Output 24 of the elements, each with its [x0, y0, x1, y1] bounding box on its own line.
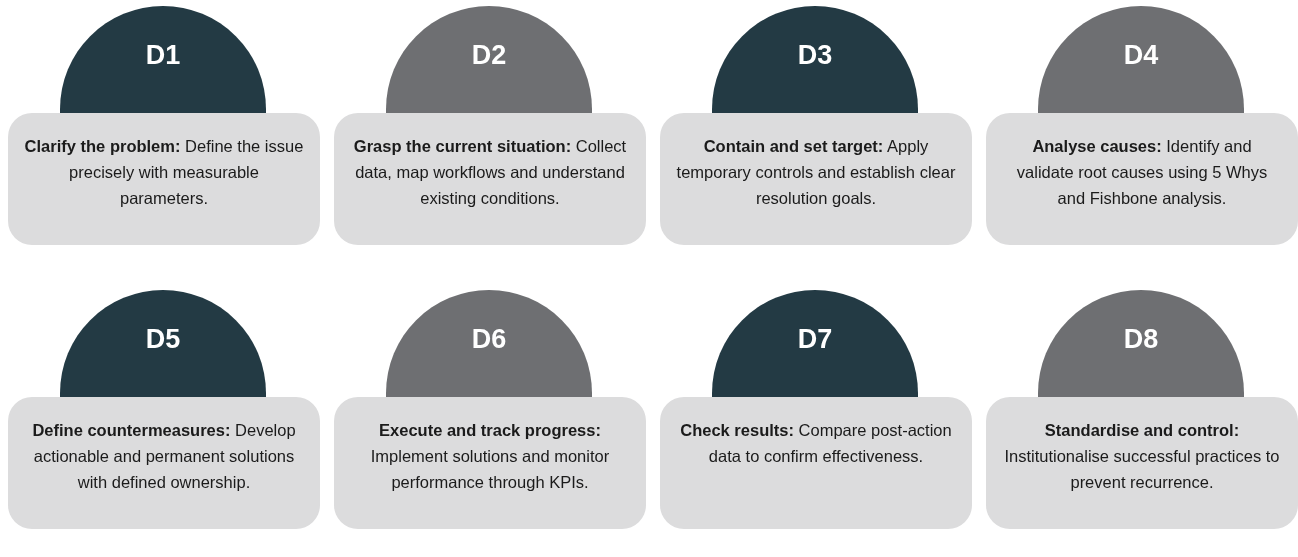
- step-card: [334, 397, 646, 529]
- step-card: [986, 397, 1298, 529]
- step-description: Contain and set target: Apply temporary controls and establish clear resolution goals.: [676, 136, 956, 209]
- step-card: [8, 113, 320, 245]
- step-number: D2: [471, 42, 507, 69]
- step-card: [8, 397, 320, 529]
- step-number: D1: [145, 42, 181, 69]
- step-number: D8: [1123, 326, 1159, 353]
- step-number: D7: [797, 326, 833, 353]
- step-description: Grasp the current situation: Collect data, map workflows and understand existing conditions.: [352, 136, 628, 209]
- step-card: [660, 397, 972, 529]
- step-description: Analyse causes: Identify and validate root causes using 5 Whys and Fishbone analysis.: [1015, 136, 1269, 209]
- step-card: [986, 113, 1298, 245]
- step-number: D5: [145, 326, 181, 353]
- step-number: D4: [1123, 42, 1159, 69]
- step-description: Clarify the problem: Define the issue precisely with measurable parameters.: [24, 136, 304, 209]
- step-description: Check results: Compare post-action data to confirm effectiveness.: [679, 420, 953, 467]
- step-description: Execute and track progress: Implement solutions and monitor performance through KPIs.: [369, 420, 611, 493]
- step-description: Standardise and control: Institutionalise successful practices to prevent recurrence.: [1003, 420, 1281, 493]
- step-description: Define countermeasures: Develop actionable and permanent solutions with defined ownership.: [31, 420, 297, 493]
- step-number: D6: [471, 326, 507, 353]
- step-card: [334, 113, 646, 245]
- step-card: [660, 113, 972, 245]
- step-number: D3: [797, 42, 833, 69]
